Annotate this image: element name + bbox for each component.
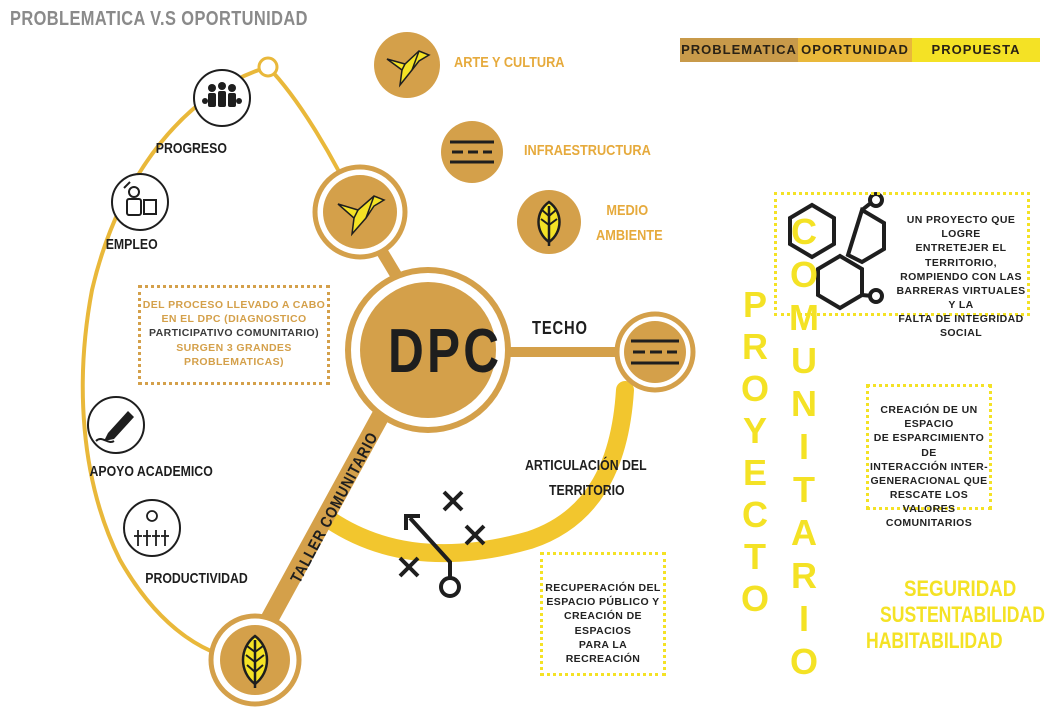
proyecto-desc-line: FALTA DE INTEGRIDAD SOCIAL (898, 313, 1024, 340)
recuperacion-line: ESPACIO PÚBLICO Y (546, 596, 660, 609)
progreso-label: PROGRESO (155, 140, 227, 157)
recuperacion-box: RECUPERACIÓN DEL ESPACIO PÚBLICO Y CREAC… (540, 552, 666, 676)
espacio-line: INTERACCIÓN INTER- (869, 460, 989, 473)
dpc-title: DPC (388, 317, 503, 386)
arc-end-node (257, 56, 279, 78)
infra-label: INFRAESTRUCTURA (524, 142, 651, 159)
espacio-line: RESCATE LOS VALORES (889, 489, 969, 516)
comunitario-letter: M (789, 297, 819, 338)
arte-label: ARTE Y CULTURA (454, 54, 565, 71)
comunitario-letter: U (791, 340, 817, 381)
espacio-box: CREACIÓN DE UN ESPACIO DE ESPARCIMIENTO … (866, 384, 992, 529)
comunitario-letter: O (789, 254, 818, 295)
comunitario-letter: A (791, 512, 817, 553)
medio-label-2: AMBIENTE (596, 227, 663, 244)
legend-problematica: PROBLEMATICA (680, 38, 798, 62)
leaf-icon (537, 200, 561, 246)
articulacion-label-2: TERRITORIO (549, 482, 625, 499)
comunitario-letter: T (793, 469, 815, 510)
techo-label: TECHO (532, 318, 588, 338)
info-line-5: PROBLEMATICAS) (184, 355, 284, 368)
recuperacion-line: CREACIÓN DE ESPACIOS (564, 610, 642, 637)
crops-icon (134, 510, 169, 546)
proyecto-letter: C (742, 494, 768, 535)
road-icon (631, 339, 679, 365)
legend-propuesta: PROPUESTA (912, 38, 1040, 62)
dpc-circle-inner (360, 282, 496, 418)
proyecto-letter: O (740, 578, 769, 619)
comunitario-letter: R (791, 555, 817, 596)
espacio-line: COMUNITARIOS (885, 517, 973, 530)
espacio-line: GENERACIONAL QUE (870, 474, 988, 487)
origami-bird-icon (337, 195, 386, 237)
proyecto-desc-line: BARRERAS VIRTUALES Y LA (896, 284, 1026, 312)
proyecto-desc-line: UN PROYECTO QUE LOGRE (906, 214, 1016, 241)
dpc-info-box: DEL PROCESO LLEVADO A CABO EN EL DPC (DI… (138, 285, 330, 385)
worker-icon (123, 181, 157, 216)
proyecto-letter: Y (742, 410, 767, 451)
seguridad-label: SEGURIDAD (904, 576, 1017, 601)
pencil-icon (95, 411, 134, 443)
medio-label-1: MEDIO (606, 202, 649, 219)
articulacion-arc (321, 381, 634, 563)
leaf-icon (241, 634, 269, 688)
comunitario-vertical: C O M U N I T A R I O (786, 210, 822, 683)
info-line-1: DEL PROCESO LLEVADO A CABO (142, 299, 326, 311)
info-line-3: PARTICIPATIVO COMUNITARIO) (148, 327, 320, 340)
proyecto-vertical: P R O Y E C T O (737, 284, 773, 620)
proyecto-letter: T (744, 536, 766, 577)
proyecto-letter: R (742, 326, 768, 367)
taller-branch (250, 390, 400, 645)
recuperacion-line: RECUPERACIÓN DEL (545, 582, 661, 594)
proyecto-letter: E (742, 452, 767, 493)
page-title: PROBLEMATICA V.S OPORTUNIDAD (10, 8, 308, 30)
articulacion-label-1: ARTICULACIÓN DEL (525, 457, 647, 474)
strategy-icon (398, 490, 486, 598)
apoyo-label: APOYO ACADEMICO (89, 463, 213, 480)
comunitario-letter: I (798, 598, 809, 639)
proyecto-desc-box: UN PROYECTO QUE LOGRE ENTRETEJER EL TERR… (774, 192, 1030, 339)
recuperacion-line: PARA LA RECREACIÓN (565, 638, 641, 665)
legend-oportunidad: OPORTUNIDAD (798, 38, 912, 62)
habitabilidad-label: HABITABILIDAD (866, 628, 1003, 653)
info-line-4: SURGEN 3 GRANDES (176, 341, 292, 354)
comunitario-letter: C (791, 211, 817, 252)
empleo-label: EMPLEO (105, 236, 158, 253)
proyecto-letter: O (740, 368, 769, 409)
left-arc-path (80, 65, 269, 662)
comunitario-letter: O (789, 641, 818, 682)
espacio-line: DE ESPARCIMIENTO DE (873, 432, 985, 459)
productividad-label: PRODUCTIVIDAD (145, 570, 248, 587)
productividad-icon-circle (123, 499, 181, 557)
proyecto-desc-line: ENTRETEJER EL TERRITORIO, (915, 242, 1007, 269)
origami-bird-icon (386, 50, 431, 88)
comunitario-letter: I (798, 426, 809, 467)
people-group-icon (202, 82, 242, 107)
espacio-line: CREACIÓN DE UN ESPACIO (880, 404, 978, 431)
info-line-2: EN EL DPC (DIAGNOSTICO (161, 313, 307, 326)
road-icon (450, 140, 494, 164)
sustentabilidad-label: SUSTENTABILIDAD (880, 602, 1045, 627)
comunitario-letter: N (791, 383, 817, 424)
proyecto-desc-line: ROMPIENDO CON LAS (900, 270, 1022, 283)
proyecto-letter: P (742, 284, 767, 325)
